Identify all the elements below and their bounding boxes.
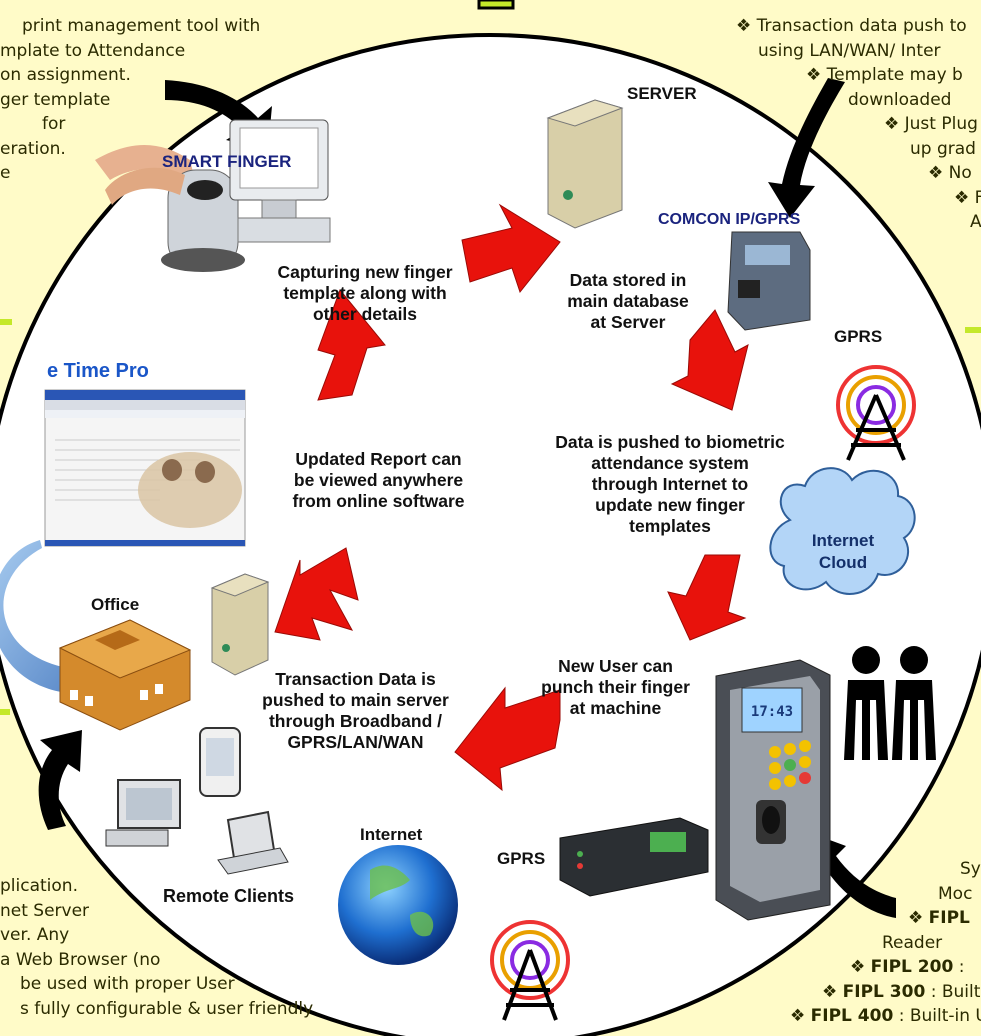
top-right-line: ❖ F	[954, 187, 981, 208]
top-right-text: ❖ Transaction data push to using LAN/WAN…	[736, 14, 981, 235]
red-arrow-6	[317, 289, 386, 401]
step-updated-label: Updated Report can be viewed anywhere fr…	[292, 449, 465, 511]
bottom-right-line: ❖ FIPL 200 :	[790, 955, 981, 980]
curved-arrow-top-right	[768, 78, 845, 218]
bottom-left-line: a Web Browser (no	[0, 949, 161, 970]
model-desc: : Built-in UI	[898, 1006, 981, 1026]
bottom-left-line: ver. Any	[0, 925, 70, 945]
gprs-tower-top-icon	[836, 365, 916, 461]
bottom-right-line: ❖ FIPL	[790, 906, 981, 931]
internet-label: Internet	[360, 825, 423, 844]
flow-arrows	[274, 203, 749, 792]
top-right-line: ❖ Template may b	[806, 65, 963, 85]
internet-cloud-icon	[769, 467, 916, 595]
monitor-icon	[229, 119, 331, 243]
server-label: SERVER	[627, 84, 697, 103]
model-desc: : Built-	[925, 981, 981, 1002]
top-right-line: A	[970, 212, 981, 232]
gprs-tower-bottom-icon	[490, 920, 570, 1021]
top-left-line: e	[0, 163, 11, 183]
etime-screenshot-icon	[44, 389, 246, 547]
bullet: ❖	[850, 957, 871, 977]
model-name: FIPL 200	[870, 957, 954, 977]
model-name: FIPL	[928, 908, 970, 928]
gprs-bottom-label: GPRS	[497, 849, 546, 868]
biometric-machine-icon: 17:43	[715, 659, 831, 921]
step-capturing-label: Capturing new finger template along with…	[277, 262, 453, 324]
bottom-left-line: be used with proper User	[20, 974, 235, 994]
red-arrow-3	[667, 554, 747, 641]
globe-icon	[338, 845, 458, 965]
users-icon	[844, 646, 936, 760]
model-desc: :	[953, 957, 965, 977]
curved-arrow-bottom-left	[38, 730, 82, 830]
bottom-right-line: ❖ FIPL 400 : Built-in UI	[790, 1004, 981, 1029]
bottom-left-line: net Server	[0, 900, 90, 921]
machine-clock-text: 17:43	[751, 704, 793, 720]
bottom-left-line: s fully configurable & user friendly	[20, 998, 314, 1019]
top-right-line: downloaded	[848, 89, 952, 110]
red-arrow-5	[274, 547, 359, 641]
bullet: ❖	[822, 981, 843, 1002]
model-desc: Moc	[938, 883, 973, 904]
internet-cloud-label: Internet Cloud	[811, 531, 875, 572]
top-left-line: for	[42, 114, 66, 134]
bottom-right-line: ❖ FIPL 300 : Built-	[790, 980, 981, 1005]
remote-clients-icon	[105, 727, 289, 875]
top-left-line: ger template	[0, 89, 111, 110]
model-name: FIPL 400	[810, 1006, 894, 1026]
etime-pro-label: e Time Pro	[47, 360, 149, 382]
top-right-line: using LAN/WAN/ Inter	[758, 40, 941, 61]
step-stored-label: Data stored in main database at Server	[567, 270, 689, 332]
bottom-left-text: plication. net Server ver. Any a Web Bro…	[0, 874, 313, 1021]
step-transaction-label: Transaction Data is pushed to main serve…	[262, 669, 449, 752]
gprs-top-label: GPRS	[834, 327, 883, 346]
bottom-right-line: Moc	[790, 882, 981, 907]
server-tower-mid-icon	[210, 573, 270, 676]
step-new-user-label: New User can punch their finger at machi…	[541, 656, 690, 718]
bottom-right-line: Sy	[790, 857, 981, 882]
office-label: Office	[91, 595, 140, 614]
bullet: ❖	[790, 1006, 811, 1026]
top-left-line: eration.	[0, 138, 66, 159]
top-right-line: ❖ Just Plug	[884, 114, 978, 134]
red-arrow-1	[461, 203, 561, 294]
red-arrow-2	[670, 309, 749, 411]
server-tower-icon	[546, 99, 624, 229]
comcon-label: COMCON IP/GPRS	[658, 211, 801, 228]
top-right-line: ❖ Transaction data push to	[736, 16, 967, 36]
gprs-modem-icon	[559, 817, 709, 897]
keypad	[769, 740, 811, 790]
finger-reader-icon	[95, 145, 245, 272]
top-left-line: on assignment.	[0, 65, 131, 85]
model-desc: Reader	[882, 932, 943, 953]
comcon-device-icon	[727, 231, 811, 331]
remote-clients-label: Remote Clients	[163, 886, 295, 906]
top-left-line: print management tool with	[22, 16, 261, 36]
top-left-line: mplate to Attendance	[0, 40, 186, 61]
top-left-text: print management tool with mplate to Att…	[0, 14, 260, 186]
office-building-icon	[58, 619, 192, 731]
model-name: FIPL 300	[842, 981, 926, 1002]
bullet: ❖	[908, 908, 929, 928]
bottom-left-line: plication.	[0, 876, 78, 896]
top-right-line: ❖ No	[928, 163, 972, 183]
bottom-right-text: Sy Moc ❖ FIPL Reader ❖ FIPL 200 : ❖ FIPL…	[790, 857, 981, 1029]
smart-finger-label: SMART FINGER	[162, 152, 292, 171]
red-arrow-4	[454, 686, 561, 792]
model-desc: Sy	[960, 859, 981, 879]
top-right-line: up grad	[910, 138, 976, 159]
bottom-right-line: Reader	[790, 931, 981, 956]
corner-accents	[0, 0, 981, 715]
step-pushed-label: Data is pushed to biometric attendance s…	[555, 432, 785, 536]
